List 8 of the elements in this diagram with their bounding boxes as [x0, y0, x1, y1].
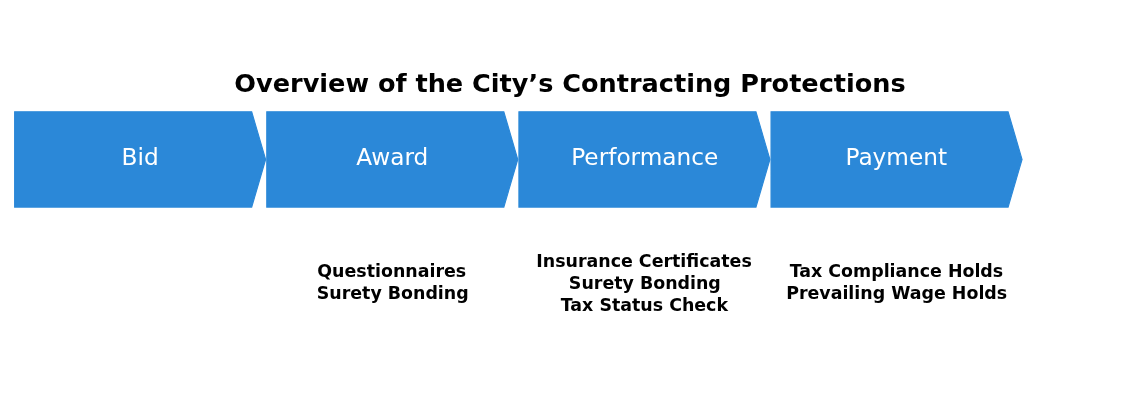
- label: Insurance Certificates: [536, 250, 752, 271]
- label: Surety Bonding: [316, 282, 469, 303]
- label: Prevailing Wage Holds: [786, 282, 1008, 303]
- label: Tax Compliance Holds: [789, 260, 1004, 281]
- diagram-title: Overview of the City’s Contracting Protections: [234, 67, 906, 98]
- label: Questionnaires: [317, 260, 467, 281]
- label: Surety Bonding: [568, 272, 721, 293]
- label: Tax Status Check: [560, 294, 729, 315]
